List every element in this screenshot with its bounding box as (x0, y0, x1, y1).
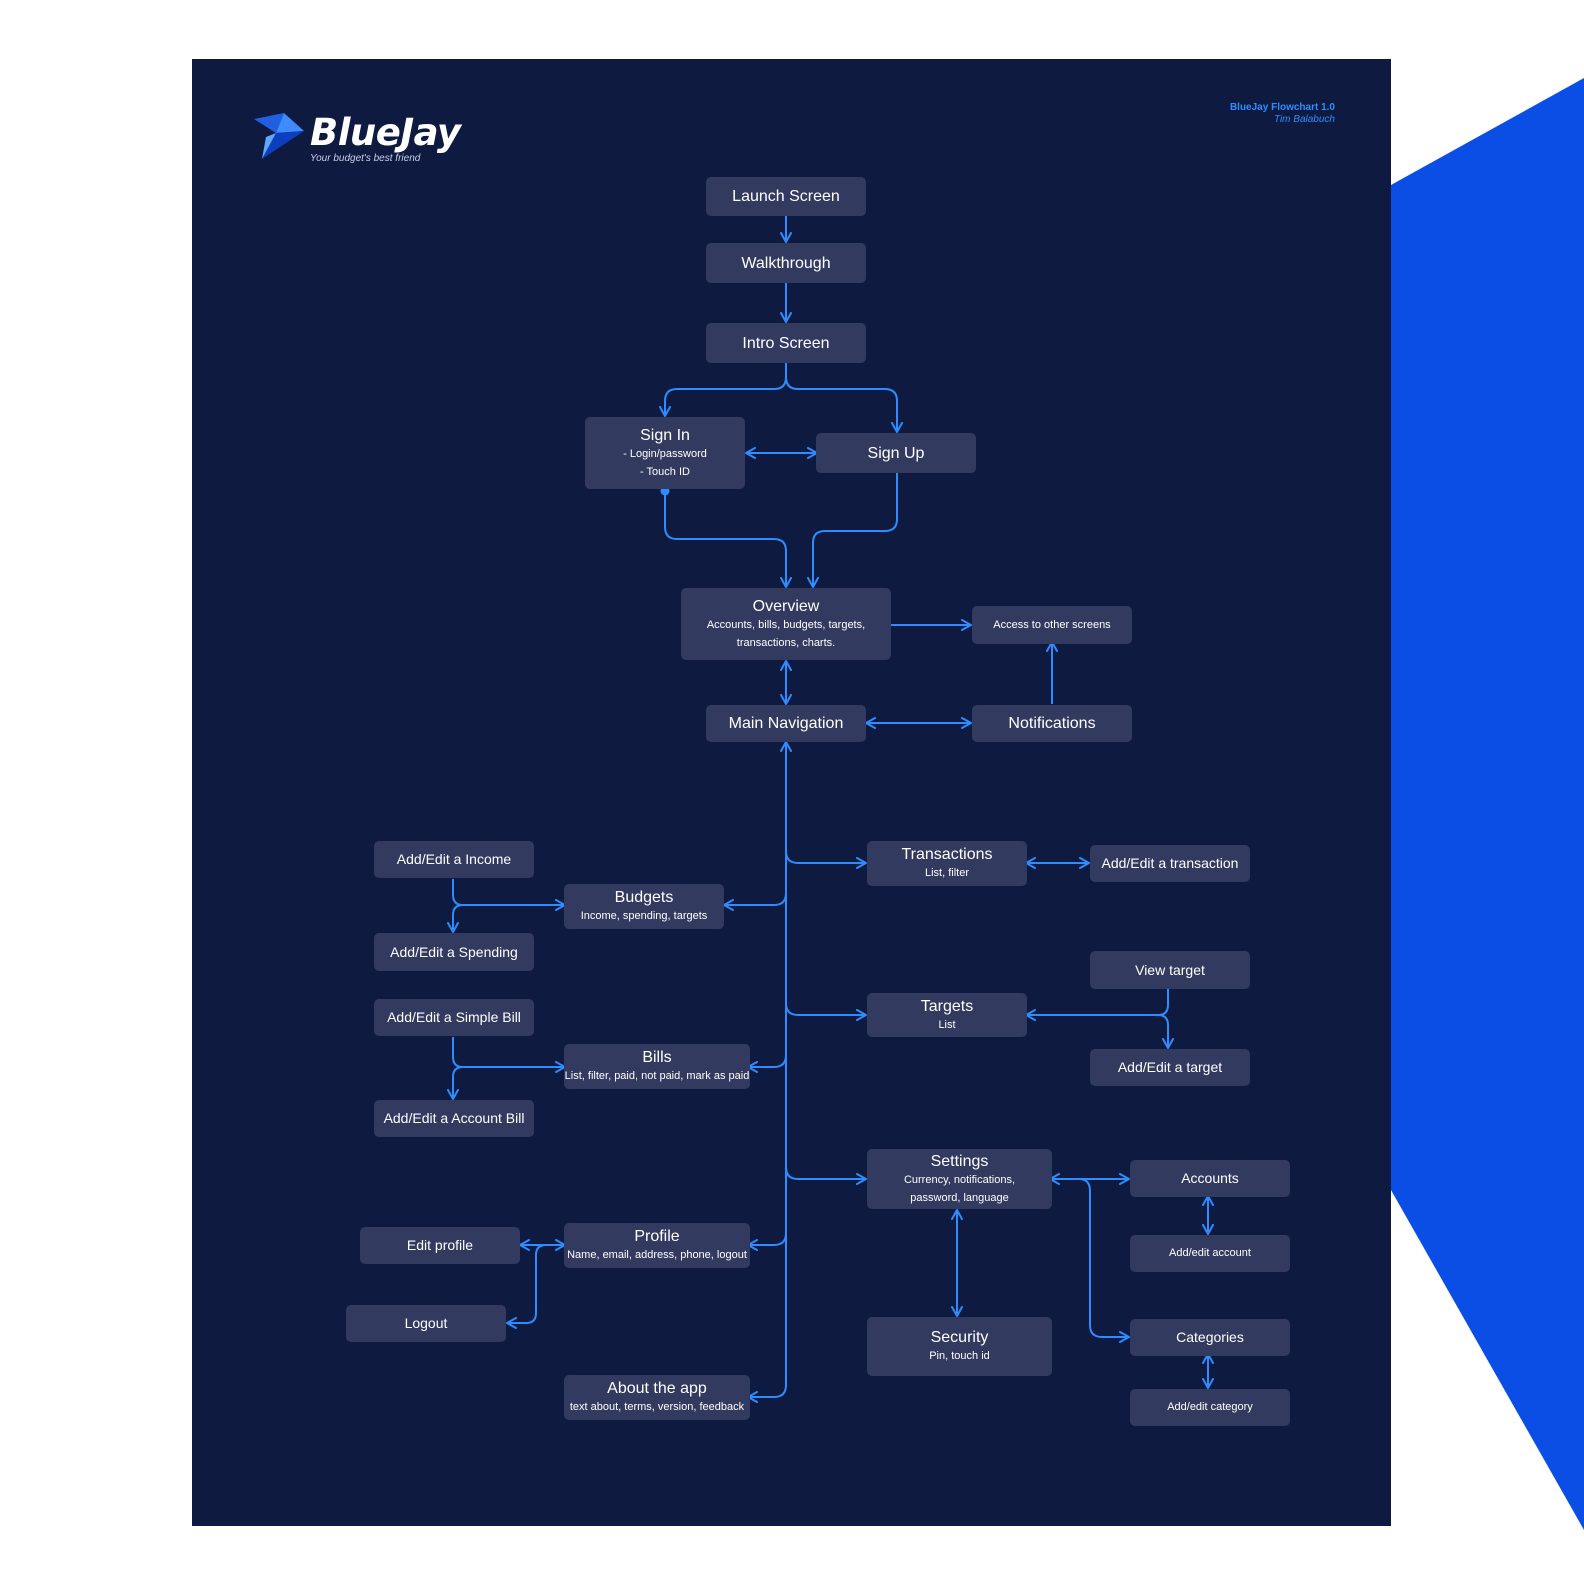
node-sign-in-line2: - Touch ID (640, 465, 690, 478)
node-targets-sub: List (938, 1018, 956, 1031)
edge-nav-targets (785, 1002, 867, 1021)
edge-intro-signin (659, 363, 787, 417)
node-edit-profile-title: Edit profile (406, 1237, 474, 1253)
node-add-edit-income[interactable]: Add/Edit a Income (374, 841, 534, 878)
edge-signin-overview (664, 491, 792, 588)
node-launch-screen-title: Launch Screen (732, 188, 840, 205)
node-sign-up[interactable]: Sign Up (816, 433, 976, 473)
node-intro-screen[interactable]: Intro Screen (706, 323, 866, 363)
node-main-navigation[interactable]: Main Navigation (706, 705, 866, 742)
edge-nav-profile (747, 1232, 787, 1251)
node-view-target[interactable]: View target (1090, 951, 1250, 989)
node-settings-title: Settings (930, 1152, 989, 1170)
node-add-edit-transaction[interactable]: Add/Edit a transaction (1090, 845, 1250, 882)
node-view-target-title: View target (1135, 961, 1205, 978)
node-sign-in-title: Sign In (640, 426, 690, 444)
node-add-edit-category-title: Add/edit category (1167, 1401, 1253, 1413)
node-security-sub: Pin, touch id (929, 1350, 990, 1362)
edge-nav-settings (785, 1166, 867, 1185)
node-profile-sub: Name, email, address, phone, logout (567, 1249, 747, 1261)
node-notifications[interactable]: Notifications (972, 705, 1132, 742)
node-sign-in[interactable]: Sign In - Login/password - Touch ID (585, 417, 745, 489)
node-add-edit-target[interactable]: Add/Edit a target (1090, 1049, 1250, 1086)
flowchart-author: Tim Balabuch (1273, 114, 1335, 125)
edge-nav-bills (747, 1054, 787, 1073)
node-transactions[interactable]: Transactions List, filter (867, 841, 1027, 886)
edge-nav-about (747, 1384, 787, 1403)
edge-nav-transactions (785, 850, 867, 869)
node-accounts[interactable]: Accounts (1130, 1160, 1290, 1197)
node-budgets[interactable]: Budgets Income, spending, targets (564, 884, 724, 929)
node-bills-title: Bills (642, 1049, 672, 1066)
node-bills[interactable]: Bills List, filter, paid, not paid, mark… (564, 1044, 750, 1089)
flow-connectors (192, 216, 1214, 1403)
node-add-edit-category[interactable]: Add/edit category (1130, 1389, 1290, 1426)
node-about-the-app-title: About the app (607, 1380, 707, 1397)
node-overview-title: Overview (752, 597, 820, 615)
node-settings[interactable]: Settings Currency, notifications, passwo… (867, 1149, 1052, 1209)
node-sign-up-title: Sign Up (867, 444, 925, 462)
node-settings-line1: Currency, notifications, (903, 1173, 1016, 1186)
node-walkthrough[interactable]: Walkthrough (706, 243, 866, 283)
flowchart-board: BlueJay Your budget's best friend BlueJa… (192, 59, 1391, 1526)
node-overview-line2: transactions, charts. (736, 636, 836, 649)
node-categories[interactable]: Categories (1130, 1319, 1290, 1356)
edge-profile-logout (506, 1244, 547, 1329)
node-transactions-title: Transactions (901, 846, 993, 863)
node-about-the-app[interactable]: About the app text about, terms, version… (564, 1375, 750, 1420)
node-accounts-title: Accounts (1181, 1170, 1239, 1186)
node-bills-sub: List, filter, paid, not paid, mark as pa… (564, 1070, 750, 1082)
node-about-the-app-sub: text about, terms, version, feedback (569, 1401, 745, 1413)
node-settings-line2: password, language (910, 1191, 1009, 1204)
node-targets[interactable]: Targets List (867, 993, 1027, 1037)
node-main-navigation-title: Main Navigation (728, 715, 844, 732)
node-security[interactable]: Security Pin, touch id (867, 1317, 1052, 1376)
node-logout[interactable]: Logout (346, 1305, 506, 1342)
edge-budgets-income-spending (453, 879, 564, 931)
edge-nav-budgets (723, 892, 787, 911)
flowchart-meta: BlueJay Flowchart 1.0 Tim Balabuch (1230, 102, 1335, 126)
node-overview-line1: Accounts, bills, budgets, targets, (706, 618, 866, 631)
node-transactions-sub: List, filter (924, 867, 969, 879)
node-edit-profile[interactable]: Edit profile (360, 1227, 520, 1264)
edge-bills-simple-account (453, 1037, 564, 1098)
node-add-edit-income-title: Add/Edit a Income (396, 851, 512, 867)
edge-intro-signup (785, 376, 903, 433)
node-access-other-screens-title: Access to other screens (993, 618, 1111, 631)
node-security-title: Security (930, 1329, 989, 1346)
node-add-edit-simple-bill[interactable]: Add/Edit a Simple Bill (374, 999, 534, 1036)
node-sign-in-line1: - Login/password (623, 447, 707, 460)
node-overview[interactable]: Overview Accounts, bills, budgets, targe… (681, 588, 891, 660)
node-add-edit-account-bill-title: Add/Edit a Account Bill (383, 1110, 525, 1126)
edge-targets-view-add (1027, 987, 1168, 1047)
node-logout-title: Logout (404, 1315, 448, 1331)
node-intro-screen-title: Intro Screen (742, 334, 830, 352)
brand-name: BlueJay (310, 111, 461, 154)
brand-tagline: Your budget's best friend (310, 153, 421, 164)
node-walkthrough-title: Walkthrough (741, 254, 831, 272)
node-add-edit-account-title: Add/edit account (1169, 1247, 1251, 1259)
node-add-edit-target-title: Add/Edit a target (1117, 1059, 1223, 1075)
node-access-other-screens[interactable]: Access to other screens (972, 606, 1132, 644)
node-budgets-sub: Income, spending, targets (580, 910, 708, 922)
node-add-edit-account-bill[interactable]: Add/Edit a Account Bill (374, 1100, 534, 1137)
brand-logo: BlueJay Your budget's best friend (254, 111, 474, 171)
node-add-edit-spending[interactable]: Add/Edit a Spending (374, 933, 534, 971)
bluejay-bird-icon (254, 113, 304, 159)
edge-settings-categories (1078, 1178, 1130, 1343)
edge-signup-overview (807, 471, 898, 588)
node-categories-title: Categories (1176, 1329, 1244, 1345)
node-targets-title: Targets (920, 997, 974, 1015)
node-add-edit-transaction-title: Add/Edit a transaction (1101, 855, 1239, 871)
node-budgets-title: Budgets (614, 889, 674, 906)
flowchart-title: BlueJay Flowchart 1.0 (1229, 102, 1335, 113)
node-profile[interactable]: Profile Name, email, address, phone, log… (564, 1223, 750, 1268)
node-add-edit-simple-bill-title: Add/Edit a Simple Bill (387, 1009, 521, 1025)
node-add-edit-spending-title: Add/Edit a Spending (390, 943, 518, 960)
node-profile-title: Profile (634, 1228, 680, 1245)
node-add-edit-account[interactable]: Add/edit account (1130, 1235, 1290, 1272)
node-launch-screen[interactable]: Launch Screen (706, 177, 866, 216)
node-notifications-title: Notifications (1008, 715, 1096, 732)
